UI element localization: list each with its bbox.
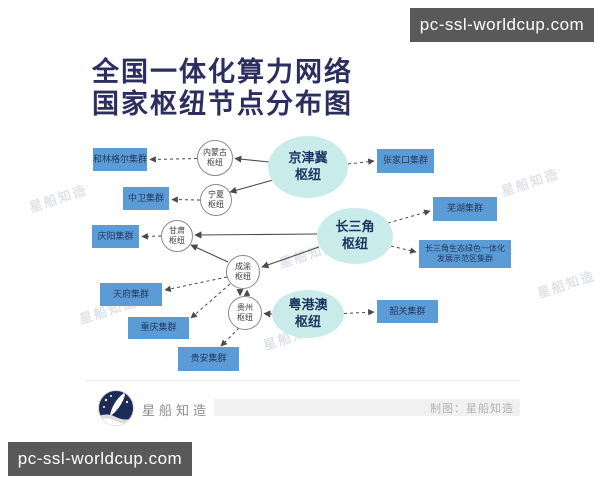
page-title: 全国一体化算力网络 国家枢纽节点分布图 (92, 56, 353, 121)
credit-text: 制图：星船知造 (430, 402, 514, 415)
title-line-2: 国家枢纽节点分布图 (92, 89, 353, 120)
cluster-shaoguan: 韶关集群 (377, 300, 438, 323)
ghost-watermark: 星船知造 (499, 166, 562, 199)
hub-changsanjiao: 长三角 枢纽 (317, 208, 393, 264)
cluster-zhangjiakou: 张家口集群 (377, 149, 434, 173)
hub-jingjinji: 京津冀 枢纽 (268, 136, 348, 198)
edge-yuegangao-shaoguan (343, 309, 375, 316)
subhub-neimenggu: 内蒙古 枢纽 (197, 140, 233, 176)
subhub-ningxia: 宁夏 枢纽 (200, 184, 232, 216)
edge-changsanjiao-chengyu (261, 246, 320, 269)
cluster-tianfu: 天府集群 (100, 283, 162, 306)
watermark-bottom-left: pc-ssl-worldcup.com (8, 442, 192, 476)
cluster-chongqing: 重庆集群 (128, 317, 189, 339)
edge-yuegangao-guizhou (263, 310, 273, 318)
cluster-guian: 贵安集群 (178, 347, 239, 371)
ghost-watermark: 星船知造 (27, 182, 90, 215)
edge-changsanjiao-demozone (390, 245, 417, 254)
edge-chengyu-chongqing (190, 283, 231, 319)
edge-chengyu-gansu (190, 244, 229, 263)
cluster-zhongwei: 中卫集群 (123, 187, 169, 210)
edge-jingjinji-zhangjiakou (347, 158, 375, 165)
edge-guizhou-guian (220, 327, 240, 347)
title-line-1: 全国一体化算力网络 (92, 57, 353, 87)
ghost-watermark: 星船知造 (535, 268, 598, 301)
edge-gansu-qingyang (141, 233, 162, 240)
brand-name: 星船知造 (142, 403, 211, 418)
hub-yuegangao: 粤港澳 枢纽 (272, 290, 344, 338)
edge-chengyu-tianfu (164, 276, 228, 292)
cluster-helingeer: 和林格尔集群 (93, 148, 147, 171)
cluster-qingyang: 庆阳集群 (92, 225, 139, 248)
edge-jingjinji-ningxia (229, 179, 274, 194)
edge-ningxia-zhongwei (171, 196, 201, 203)
brand-logo-icon (98, 390, 134, 426)
subhub-gansu: 甘肃 枢纽 (161, 220, 193, 252)
edge-jingjinji-neimenggu (234, 155, 270, 163)
credit-strip: 制图：星船知造 (214, 399, 520, 416)
edge-changsanjiao-wuhu (387, 209, 431, 224)
edge-neimenggu-helingeer (149, 156, 198, 163)
cluster-demozone: 长三角生态绿色一体化 发展示范区集群 (419, 240, 511, 268)
footer-divider (85, 380, 520, 381)
edge-changsanjiao-gansu (194, 231, 318, 239)
subhub-guizhou: 贵州 枢纽 (228, 296, 262, 330)
cluster-wuhu: 芜湖集群 (433, 197, 497, 221)
subhub-chengyu: 成渝 枢纽 (226, 255, 260, 289)
watermark-top-right: pc-ssl-worldcup.com (410, 8, 594, 42)
